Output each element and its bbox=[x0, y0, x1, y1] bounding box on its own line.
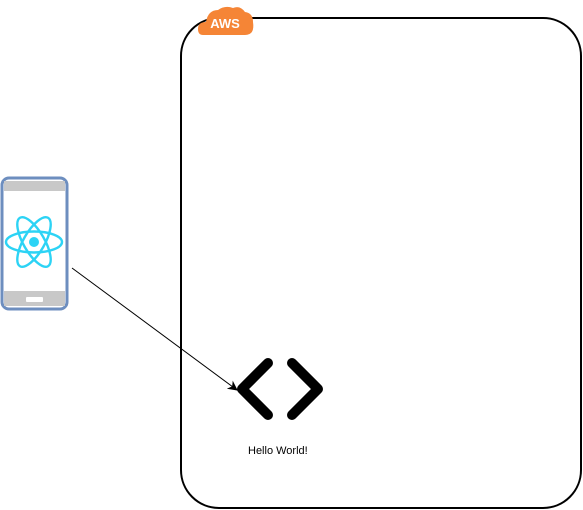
function-label: Hello World! bbox=[248, 445, 308, 457]
phone-home-button bbox=[26, 297, 43, 302]
connector-arrow[interactable] bbox=[71, 267, 238, 391]
aws-cloud-icon: AWS bbox=[198, 6, 254, 35]
aws-badge-text: AWS bbox=[210, 16, 240, 31]
phone-status-bar bbox=[4, 181, 65, 191]
code-brackets-icon[interactable] bbox=[237, 358, 323, 420]
aws-cloud-group[interactable] bbox=[180, 17, 582, 509]
react-native-phone-icon[interactable] bbox=[0, 176, 69, 311]
react-logo-icon bbox=[4, 215, 64, 269]
